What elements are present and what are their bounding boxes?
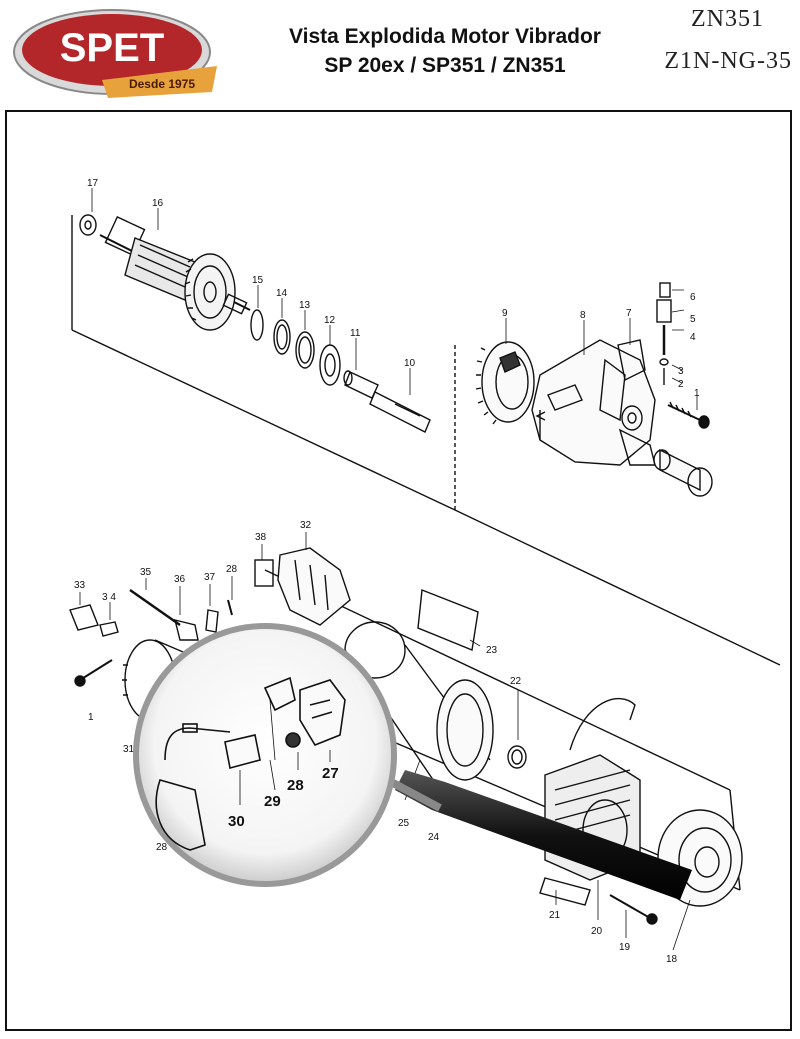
part-28-screw (227, 599, 233, 616)
part-38-switch (254, 559, 274, 587)
label-28-magnified: 28 (287, 777, 304, 794)
part-10-shaft (369, 391, 431, 433)
label-2: 2 (678, 379, 684, 390)
label-24: 24 (428, 832, 440, 843)
part-16-rotor (99, 216, 251, 331)
part-1b-screw (79, 659, 113, 681)
part-19-screw (609, 894, 651, 919)
top-part-labels: 17 16 15 14 13 12 11 10 9 8 7 6 5 4 3 2 … (87, 178, 700, 399)
label-20: 20 (591, 926, 603, 937)
part-14-washer (273, 319, 291, 355)
part-36-grommet (174, 619, 199, 641)
label-21: 21 (549, 910, 561, 921)
label-36: 36 (174, 574, 186, 585)
label-7: 7 (626, 308, 632, 319)
label-38: 38 (255, 532, 267, 543)
part-9-gear (475, 341, 535, 425)
top-assembly (71, 188, 781, 666)
part-21-plate (539, 877, 591, 906)
label-28-bottom: 28 (156, 842, 168, 853)
label-34: 3 4 (102, 592, 116, 603)
logo-tagline: Desde 1975 (129, 77, 195, 91)
label-18: 18 (666, 954, 678, 965)
label-11: 11 (350, 328, 361, 339)
label-32: 32 (300, 520, 312, 531)
label-30: 30 (228, 813, 245, 830)
label-12: 12 (324, 315, 336, 326)
label-27: 27 (322, 765, 339, 782)
label-25: 25 (398, 818, 410, 829)
label-23: 23 (486, 645, 498, 656)
magnifier-handle (395, 770, 692, 900)
label-31: 31 (123, 744, 135, 755)
title-line-1: Vista Explodida Motor Vibrador (289, 25, 601, 48)
bottom-part-labels: 33 3 4 35 36 37 28 38 32 23 22 25 24 1 3… (74, 520, 678, 965)
part-22-ring (507, 745, 527, 769)
label-16: 16 (152, 198, 164, 209)
label-22: 22 (510, 676, 522, 687)
logo-text: SPET (60, 26, 164, 70)
label-14: 14 (276, 288, 288, 299)
label-35: 35 (140, 567, 152, 578)
part-35-cable (129, 588, 181, 627)
page-title: Vista Explodida Motor Vibrador SP 20ex /… (240, 22, 650, 80)
part-33-brush (69, 604, 99, 631)
label-6: 6 (690, 292, 696, 303)
spet-logo: SPET Desde 1975 (13, 9, 217, 98)
part-17-washer (79, 214, 97, 236)
label-37: 37 (204, 572, 216, 583)
part-15-ring (250, 309, 264, 341)
magnifier: 30 29 28 27 (133, 623, 692, 900)
part-code: Z1N-NG-35 (664, 48, 792, 74)
part-12-bearing (319, 344, 341, 386)
diagram-frame (5, 110, 792, 1031)
label-28-top: 28 (226, 564, 238, 575)
label-17: 17 (87, 178, 99, 189)
label-13: 13 (299, 300, 311, 311)
page-header: SPET Desde 1975 Vista Explodida Motor Vi… (0, 0, 800, 108)
label-5: 5 (690, 314, 696, 325)
label-8: 8 (580, 310, 586, 321)
part-37-clamp (205, 609, 219, 633)
label-3: 3 (678, 366, 684, 377)
part-32-handle (277, 547, 351, 626)
label-33: 33 (74, 580, 86, 591)
part-23-label (417, 589, 479, 651)
label-15: 15 (252, 275, 264, 286)
label-1b: 1 (88, 712, 94, 723)
part-1-screw (667, 401, 710, 429)
end-cap (653, 448, 713, 497)
model-code: ZN351 (691, 6, 764, 32)
label-9: 9 (502, 308, 508, 319)
label-10: 10 (404, 358, 416, 369)
label-1: 1 (694, 388, 700, 399)
title-line-2: SP 20ex / SP351 / ZN351 (324, 54, 566, 77)
label-19: 19 (619, 942, 631, 953)
part-6-2-stack (656, 282, 672, 385)
label-29: 29 (264, 793, 281, 810)
part-7-cover (617, 339, 646, 382)
part-13-washer (295, 331, 315, 369)
part-8-housing (531, 339, 656, 466)
part-34-spring (99, 621, 119, 637)
label-4: 4 (690, 332, 696, 343)
